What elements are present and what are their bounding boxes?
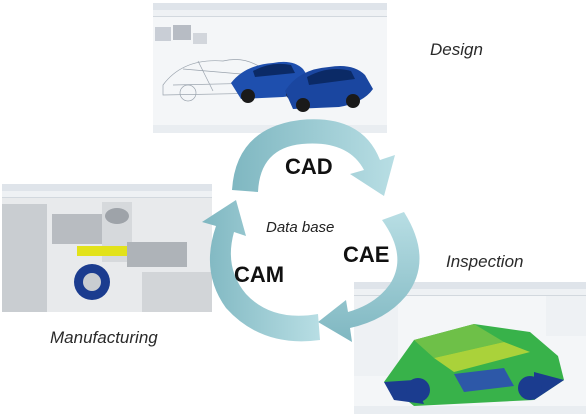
label-cad: CAD — [285, 154, 333, 179]
thumbnail-3 — [193, 33, 207, 44]
yellow-workpiece — [77, 246, 132, 256]
manufacturing-window-toolbar — [2, 191, 212, 198]
label-manufacturing: Manufacturing — [50, 328, 158, 347]
right-panel — [546, 296, 586, 336]
arrow-cam-to-cad — [202, 200, 320, 342]
thumbnail-1 — [155, 27, 171, 41]
inspection-window-toolbar — [354, 289, 586, 296]
label-cae: CAE — [343, 242, 390, 267]
cnc-machine-icon — [2, 198, 212, 312]
design-window-toolbar — [153, 10, 387, 17]
machine-column — [2, 204, 47, 312]
label-database: Data base — [266, 219, 335, 236]
design-screenshot — [153, 3, 387, 133]
arrow-cae-to-cam — [318, 212, 420, 342]
label-design: Design — [430, 40, 483, 59]
label-cam: CAM — [234, 262, 285, 287]
thumbnail-2 — [173, 25, 191, 40]
car-render-icon — [153, 25, 387, 133]
arrow-cad-to-cae — [232, 119, 395, 196]
inspection-statusbar — [354, 406, 586, 414]
tailstock — [127, 242, 187, 267]
blue-car-2 — [285, 66, 373, 112]
label-inspection: Inspection — [446, 252, 524, 271]
manufacturing-screenshot — [2, 184, 212, 312]
